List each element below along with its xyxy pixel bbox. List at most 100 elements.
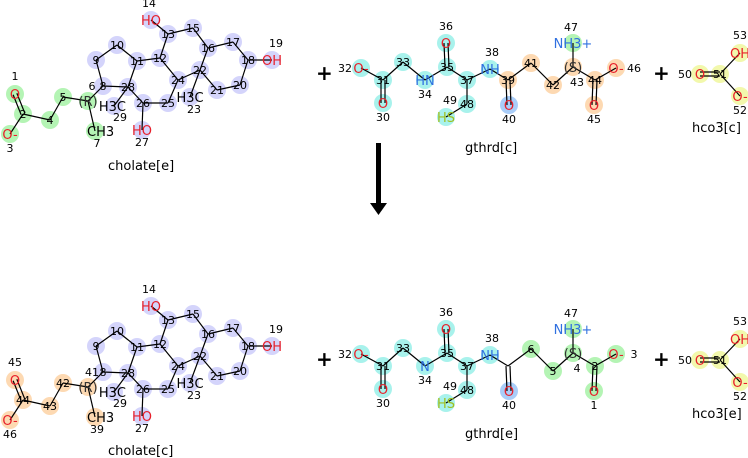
atom-number: 32 [338, 62, 352, 75]
atom-number: 20 [233, 79, 247, 92]
atom-number: 33 [396, 342, 410, 355]
atom-number: 14 [142, 0, 156, 10]
double-bond [505, 80, 508, 106]
atom-number: 42 [546, 79, 560, 92]
atom-number: 43 [570, 76, 584, 89]
bond [95, 345, 104, 373]
atom-number: 14 [142, 283, 156, 296]
bond [207, 327, 234, 335]
atom-number: 23 [187, 103, 201, 116]
bond [572, 352, 596, 367]
bond [466, 354, 491, 367]
double-bond [595, 366, 598, 392]
atom-number: 10 [110, 39, 124, 52]
atom-number: 2 [20, 108, 27, 121]
atom-number: 6 [89, 80, 96, 93]
atom-symbol: HN [415, 74, 435, 89]
atom-number: 18 [241, 340, 255, 353]
atom-symbol: CH3 [87, 411, 114, 426]
bond [232, 327, 249, 347]
bond [22, 113, 51, 121]
bond [87, 100, 96, 132]
bond [445, 389, 468, 404]
bond [189, 69, 201, 98]
bond [402, 61, 426, 81]
molecule-name: cholate[e] [108, 159, 174, 174]
atom-number: 35 [440, 61, 454, 74]
atom-number: 11 [130, 341, 144, 354]
plus-sign: + [653, 61, 670, 85]
double-bond [443, 329, 446, 354]
atom-number: 19 [269, 323, 283, 336]
atom-number: 17 [226, 36, 240, 49]
bond [159, 343, 179, 367]
bond [594, 67, 617, 81]
plus-sign: + [316, 347, 333, 371]
atom-number: 31 [376, 360, 390, 373]
atom-symbol: NH3+ [554, 37, 593, 52]
bond [22, 399, 51, 407]
atom-symbol: OH [262, 340, 282, 355]
atom-symbol: HO [141, 14, 161, 29]
molecule-name: gthrd[e] [465, 427, 518, 442]
bond [189, 355, 201, 384]
bond [216, 84, 241, 91]
atom-symbol: O [378, 383, 388, 398]
atom-symbol: HO [132, 124, 152, 139]
atom-symbol: O- [732, 90, 748, 105]
atom-number: 5 [550, 365, 557, 378]
atom-number: 1 [591, 399, 598, 412]
atom-number: 10 [110, 325, 124, 338]
atom-number: 40 [502, 399, 516, 412]
atom-number: 16 [201, 328, 215, 341]
atom-number: 51 [713, 354, 727, 367]
atom-symbol: H3C [176, 377, 203, 392]
bond [177, 69, 201, 81]
bond [9, 399, 24, 421]
atom-symbol: (R) [78, 381, 97, 396]
atom-number: 22 [193, 64, 207, 77]
bond [127, 346, 138, 374]
atom-symbol: O- [2, 128, 18, 143]
bond [719, 52, 741, 75]
atom-number: 33 [396, 56, 410, 69]
bond [62, 96, 89, 102]
bond [113, 372, 129, 393]
plus-sign: + [316, 61, 333, 85]
double-bond [447, 42, 450, 67]
atom-number: 45 [8, 356, 22, 369]
bond [719, 338, 741, 361]
bond [150, 19, 169, 35]
atom-highlight [585, 382, 603, 400]
bond [199, 355, 218, 377]
molecule-name: hco3[e] [692, 407, 742, 422]
bond [9, 113, 24, 135]
bond [199, 69, 218, 91]
atom-number: 29 [113, 111, 127, 124]
atom-highlight [585, 96, 603, 114]
atom-number: 3 [631, 348, 638, 361]
atom-number: 26 [136, 383, 150, 396]
double-bond [447, 328, 450, 353]
bond [207, 41, 234, 49]
bond [239, 59, 249, 86]
atom-number: 44 [16, 394, 30, 407]
atom-number: 39 [90, 423, 104, 436]
atom-symbol: O [10, 374, 20, 389]
atom-highlight [691, 351, 709, 369]
atom-number: 19 [269, 37, 283, 50]
atom-number: 24 [171, 360, 185, 373]
bond [159, 33, 169, 59]
atom-highlight [691, 65, 709, 83]
atom-number: 28 [121, 81, 135, 94]
double-bond [595, 80, 598, 106]
atom-symbol: HO [132, 410, 152, 425]
atom-number: 4 [47, 114, 54, 127]
atom-number: 39 [501, 74, 515, 87]
bond [594, 353, 617, 367]
atom-number: 8 [100, 80, 107, 93]
bond [127, 86, 144, 104]
atom-symbol: H3C [99, 386, 126, 401]
bond [530, 348, 554, 372]
